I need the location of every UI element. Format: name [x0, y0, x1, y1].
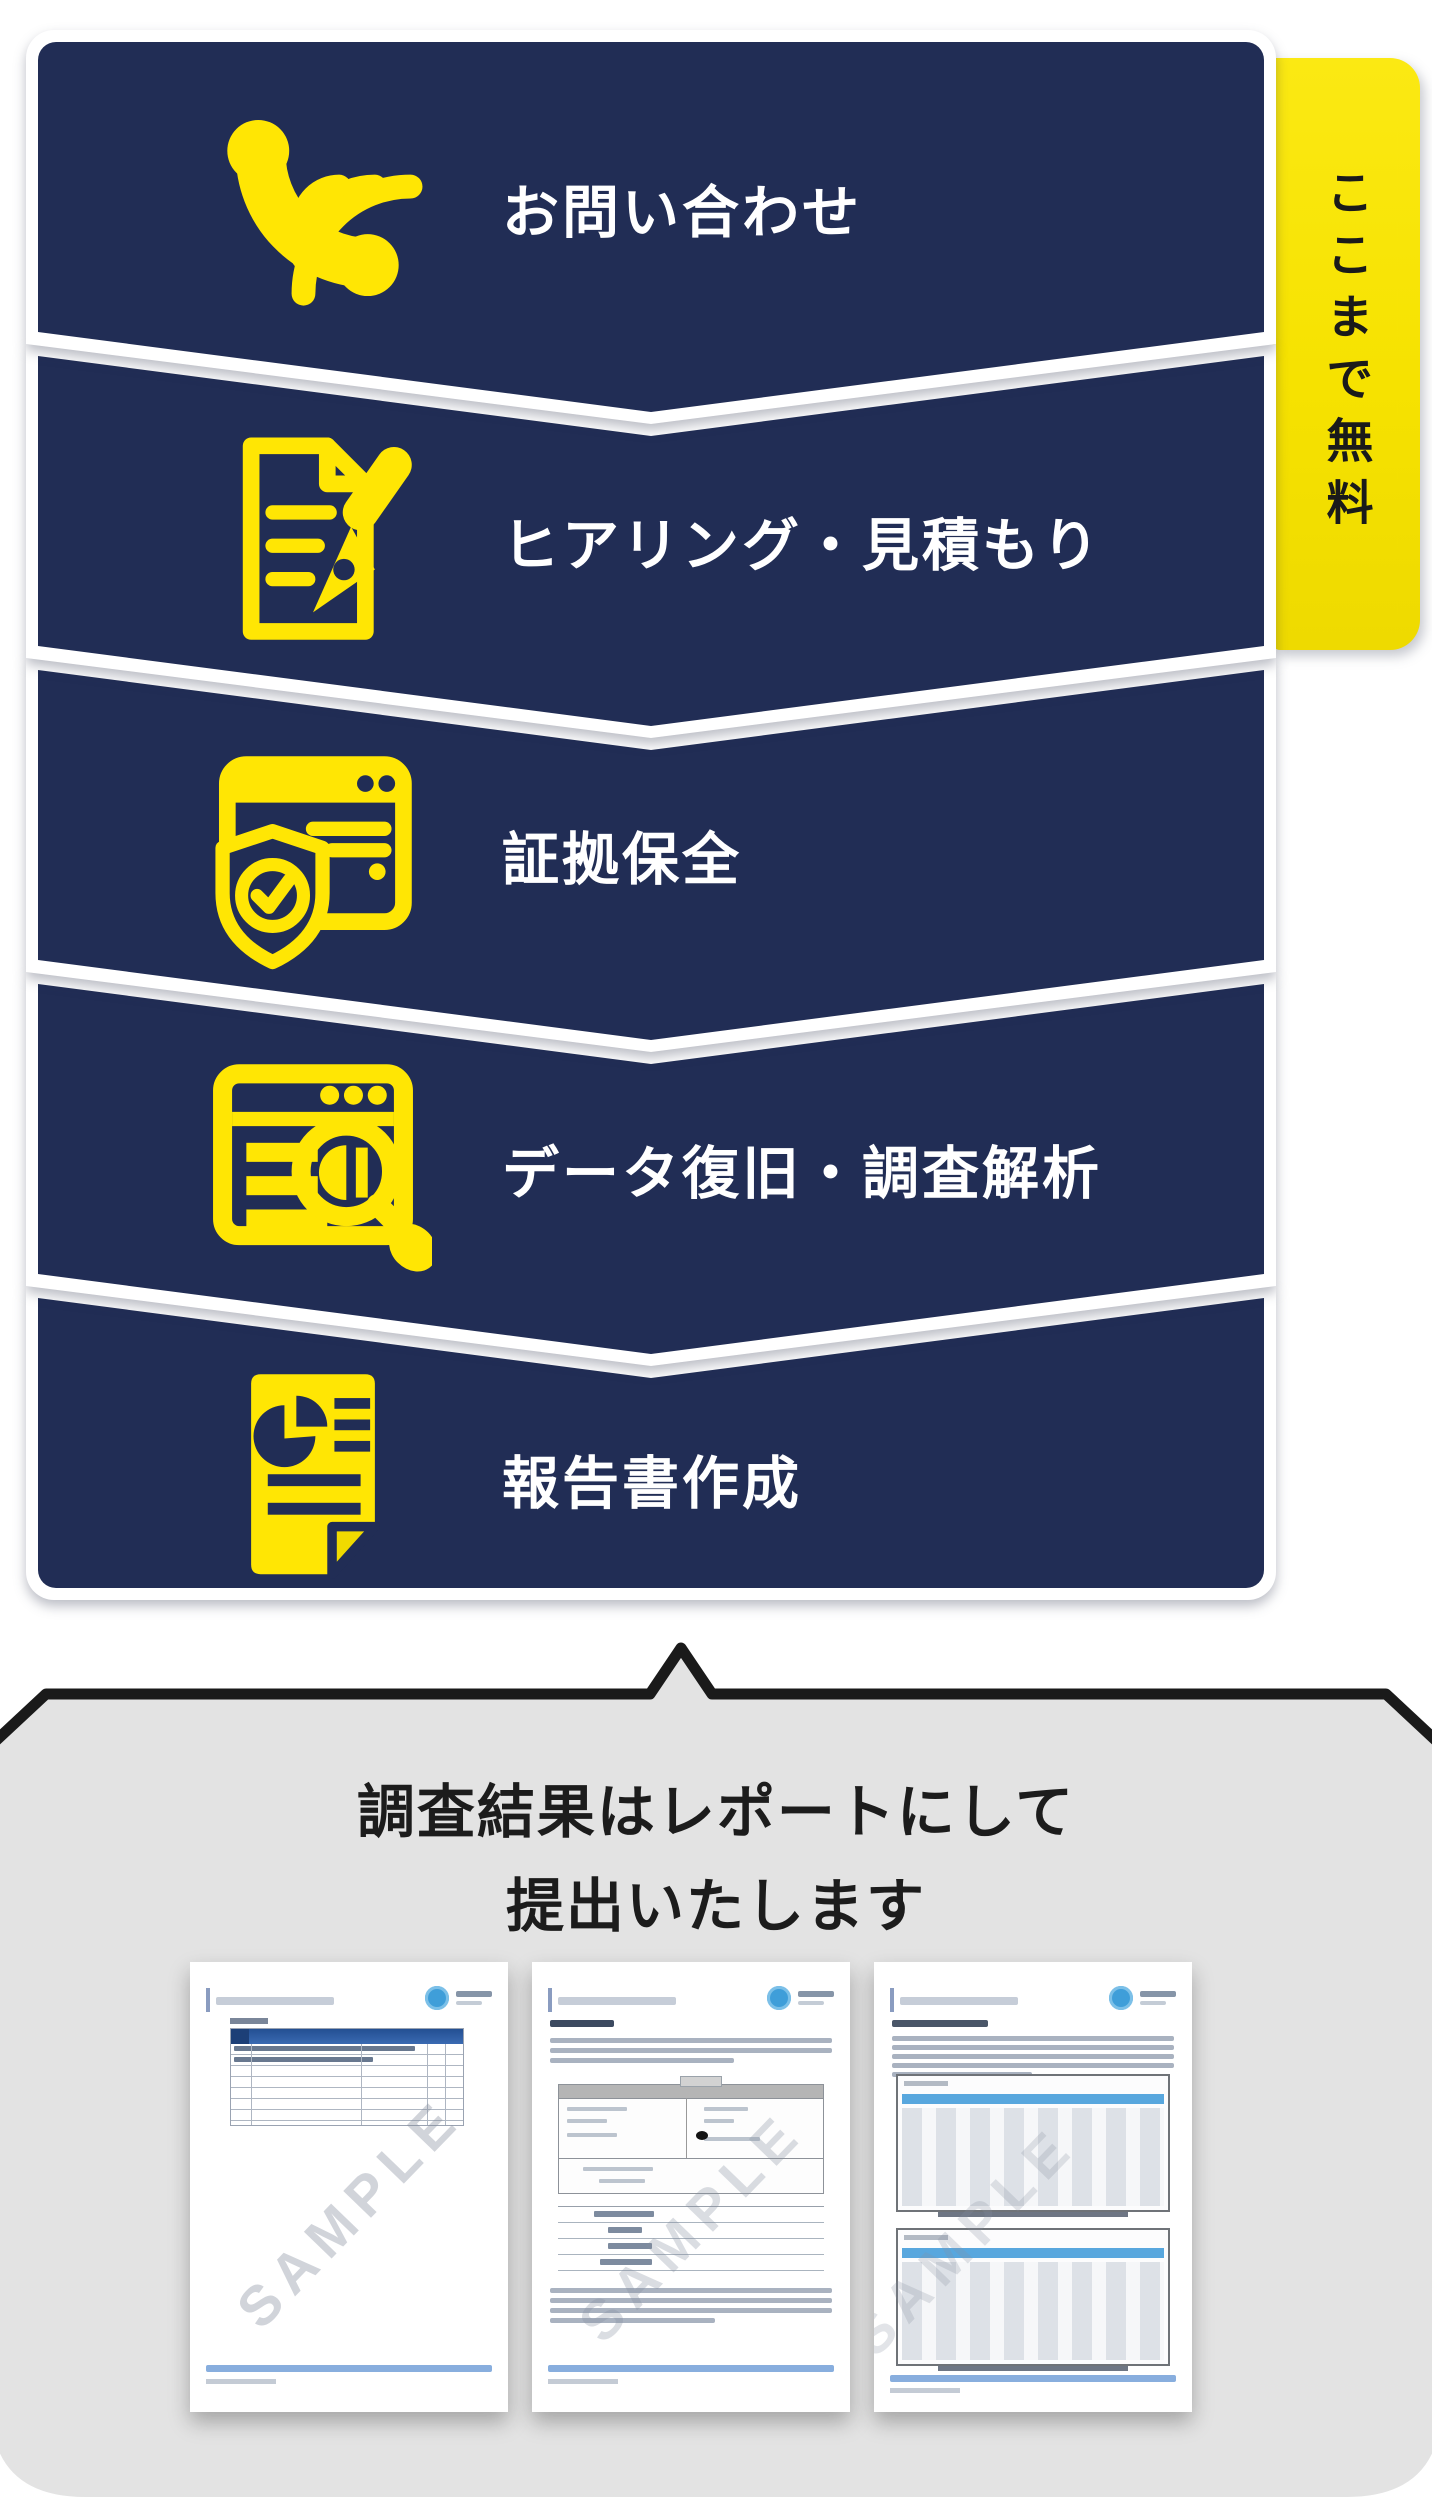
step-contact: お問い合わせ — [26, 30, 1276, 424]
company-logo-mark — [1109, 1986, 1133, 2010]
company-logo-text-placeholder — [456, 1991, 492, 2005]
page-header-accent — [548, 1988, 552, 2012]
page-header-accent — [890, 1988, 894, 2012]
report-page-table: SAMPLE — [190, 1962, 508, 2412]
report-icon — [194, 1360, 432, 1598]
free-range-tab: ここまで無料 — [1272, 58, 1420, 650]
report-page-form: SAMPLE — [532, 1962, 850, 2412]
result-table — [558, 2206, 824, 2271]
analysis-screenshot-1 — [896, 2074, 1170, 2212]
page-footer-rule — [890, 2375, 1176, 2382]
page-header-title-placeholder — [900, 1997, 1018, 2005]
report-page-analysis: SAMPLE — [874, 1962, 1192, 2412]
company-logo-mark — [425, 1986, 449, 2010]
screenshot-figure — [558, 2076, 824, 2194]
analysis-screenshot-2 — [896, 2228, 1170, 2366]
free-range-tab-label: ここまで無料 — [1319, 168, 1373, 540]
company-logo — [1109, 1986, 1176, 2010]
page-footer-text-placeholder — [548, 2379, 618, 2384]
company-logo-text-placeholder — [798, 1991, 834, 2005]
figure-caption-placeholder — [874, 2212, 1192, 2217]
step-contact-panel — [38, 42, 1264, 412]
table-caption-placeholder — [230, 2018, 268, 2024]
section-heading-placeholder — [892, 2020, 988, 2027]
document-pen-icon — [194, 422, 432, 660]
figure-caption-placeholder — [874, 2366, 1192, 2371]
page-footer-rule — [548, 2365, 834, 2372]
page-footer-text-placeholder — [206, 2379, 276, 2384]
step-evidence-label: 証拠保全 — [502, 828, 742, 892]
company-logo-text-placeholder — [1140, 1991, 1176, 2005]
company-logo — [425, 1986, 492, 2010]
page-footer-rule — [206, 2365, 492, 2372]
report-table-header — [231, 2029, 463, 2044]
report-table — [230, 2028, 464, 2126]
page-footer-text-placeholder — [890, 2388, 960, 2393]
page-header-title-placeholder — [558, 1997, 676, 2005]
company-logo — [767, 1986, 834, 2010]
phone-icon — [194, 89, 432, 327]
company-logo-mark — [767, 1986, 791, 2010]
step-data-recovery-label: データ復旧・調査解析 — [502, 1142, 1102, 1206]
report-sample-pages: SAMPLE — [190, 1962, 1192, 2412]
callout-title: 調査結果はレポートにして 提出いたします — [0, 1766, 1432, 1954]
browser-magnifier-icon — [194, 1050, 432, 1288]
step-contact-label: お問い合わせ — [502, 181, 862, 245]
browser-shield-icon — [194, 736, 432, 974]
callout-title-line2: 提出いたします — [505, 1873, 926, 1939]
section-heading-placeholder — [550, 2020, 614, 2027]
step-hearing-label: ヒアリング・見積もり — [502, 514, 1102, 578]
page-header-title-placeholder — [216, 1997, 334, 2005]
callout-title-line1: 調査結果はレポートにして — [356, 1780, 1076, 1845]
step-report-label: 報告書作成 — [502, 1452, 802, 1516]
page-header-accent — [206, 1988, 210, 2012]
